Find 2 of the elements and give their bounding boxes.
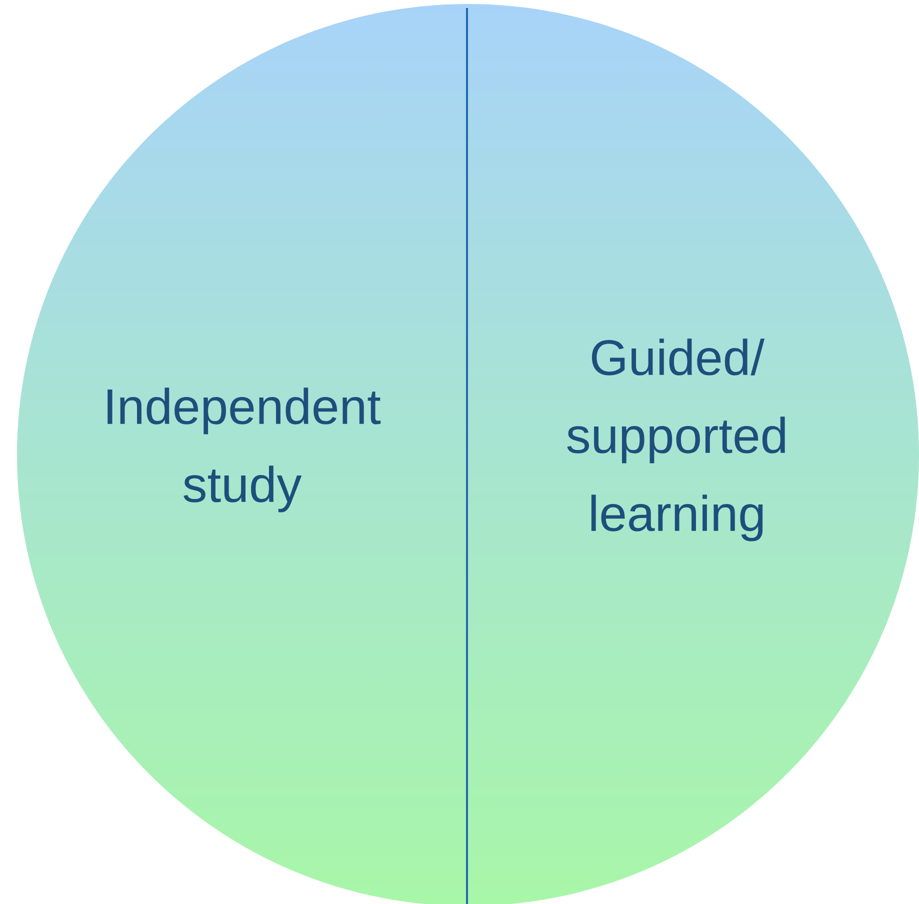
half-circle-region: Independent study — [108, 388, 381, 512]
half-circle-region: Guided/ supported learning — [567, 338, 785, 542]
